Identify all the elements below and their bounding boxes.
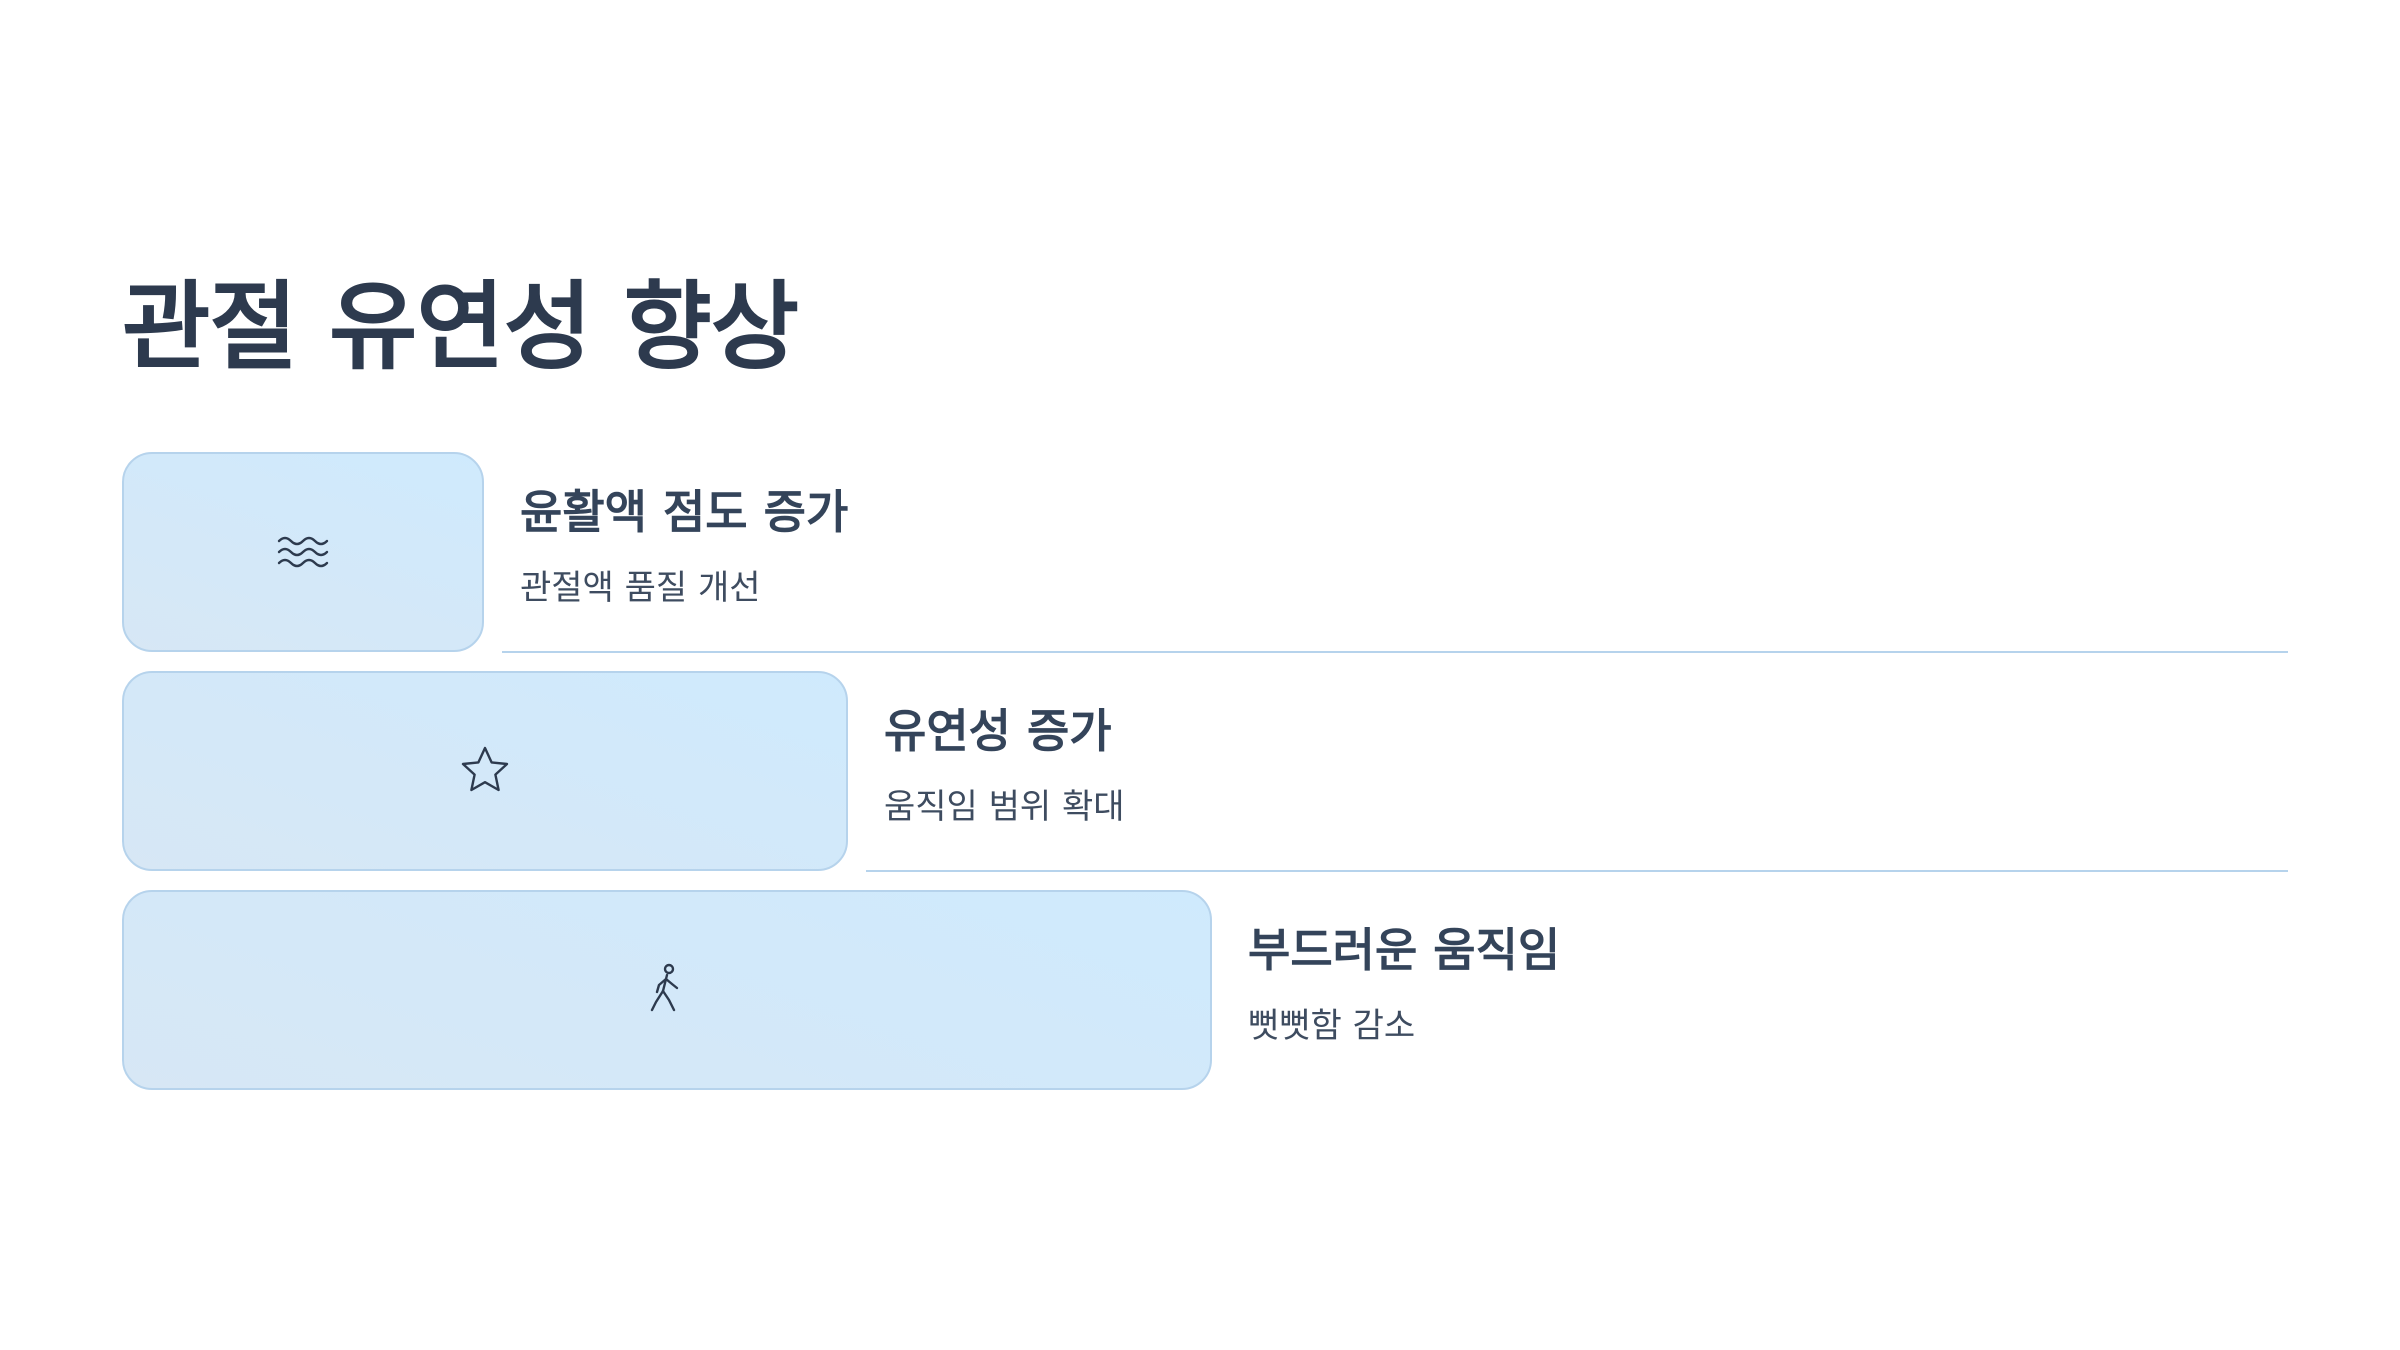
page-title: 관절 유연성 향상: [122, 271, 799, 383]
item-title: 유연성 증가: [884, 704, 1112, 758]
icon-box: [122, 890, 1212, 1090]
star-icon: [457, 743, 513, 799]
icon-box: [122, 452, 484, 652]
item-title: 윤활액 점도 증가: [520, 485, 849, 539]
item-title: 부드러운 움직임: [1248, 923, 1561, 977]
walking-person-icon: [639, 962, 695, 1018]
item-description: 움직임 범위 확대: [884, 787, 1125, 827]
waves-icon: [275, 524, 331, 580]
item-description: 관절액 품질 개선: [520, 568, 761, 608]
divider: [866, 870, 2288, 872]
item-description: 뻣뻣함 감소: [1248, 1006, 1416, 1046]
icon-box: [122, 671, 848, 871]
divider: [502, 651, 2288, 653]
